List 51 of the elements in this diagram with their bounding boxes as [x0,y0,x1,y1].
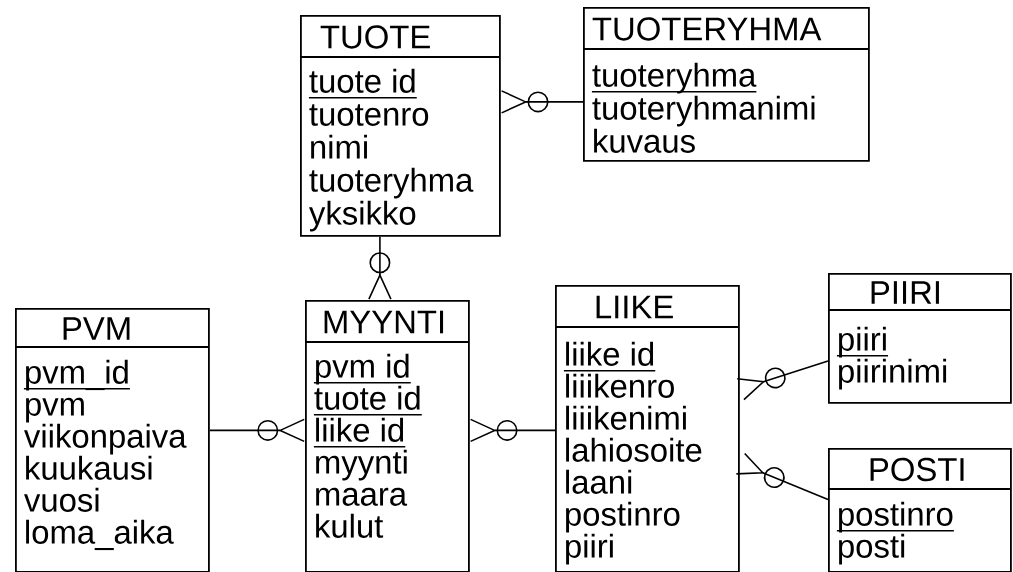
table-title: POSTI [870,457,964,482]
table-title: MYYNTI [324,310,444,334]
attribute-text: piirinimi [839,358,947,390]
table-title: TUOTERYHMA [592,17,822,41]
attribute-text: maara [316,487,408,506]
attribute-text: liike id [313,417,407,448]
attribute-text: liiikenro [566,373,674,398]
attribute-text: pvm [26,397,84,423]
attribute-text: tuote id [308,68,418,99]
attribute-text: myynti [316,449,407,481]
entity-table [582,7,870,162]
table-title: PVM [63,317,130,340]
attribute-text: liiikenimi [566,405,686,430]
attribute-text: tuoteryhma [591,62,758,94]
relationship-line [368,236,392,300]
entity-table [14,308,210,572]
attribute-text: tuote id [313,385,423,416]
attribute-text: liike id [563,341,657,372]
relationship-line [500,90,584,114]
attribute-text: piiri [836,326,889,358]
attribute-text: pvm_id [23,359,131,391]
attribute-text: lahiosoite [566,437,702,462]
attribute-text: tuoteryhma [309,167,474,199]
attribute-text: tuoteryhmanimi [592,95,815,127]
entity-table [554,285,740,572]
attribute-text: nimi [311,134,367,159]
attribute-text: viikonpaiva [24,423,187,455]
attribute-text: laani [566,469,632,494]
relationship-line [469,418,556,443]
attribute-text: pvm id [313,353,412,385]
attribute-text: kuukausi [26,455,152,480]
relationship-line [735,452,829,501]
attribute-text: kulut [316,513,384,538]
entity-table [827,273,1012,404]
entity-table [827,448,1012,572]
attribute-text: postinro [836,501,955,533]
attribute-text: piiri [566,533,613,565]
attribute-text: loma_aika [26,519,174,551]
table-title: PIIRI [871,281,939,304]
table-title: LIIKE [596,295,673,319]
attribute-text: vuosi [24,487,99,512]
table-title: TUOTE [320,25,430,49]
entity-table [299,15,501,237]
attribute-text: postinro [566,501,680,533]
entity-table [304,300,470,572]
attribute-text: tuotenro [309,104,429,126]
relationship-line [209,418,305,443]
attribute-text: kuvaus [594,128,695,153]
attribute-text: posti [839,533,905,565]
attribute-text: yksikko [309,200,416,232]
relationship-line [736,360,829,401]
